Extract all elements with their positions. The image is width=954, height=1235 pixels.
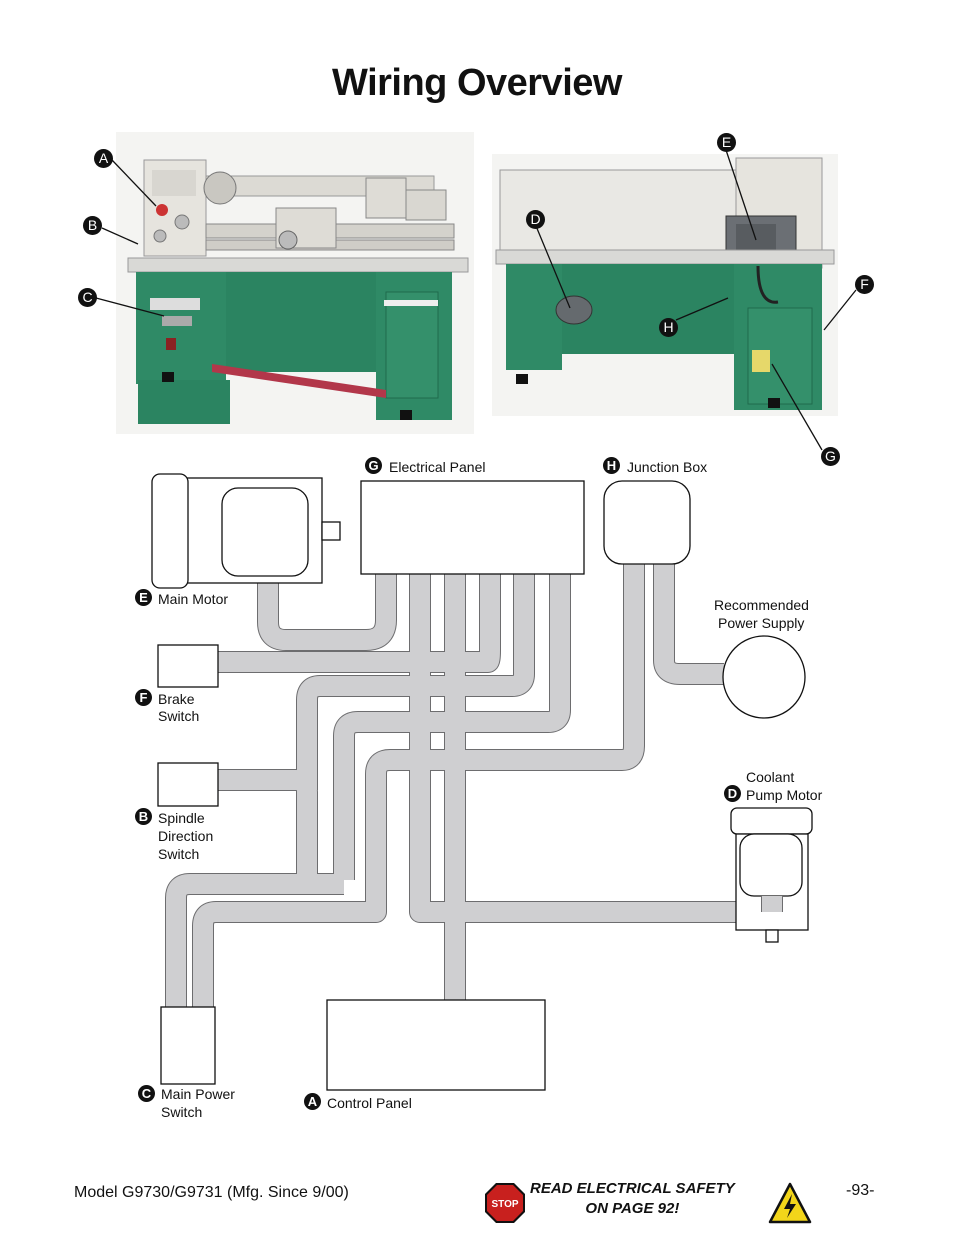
coolant-motor-label-1: Coolant xyxy=(746,769,795,785)
coolant-motor-letter: D xyxy=(724,785,741,802)
photo-callout-g: G xyxy=(821,447,840,466)
power-supply-label-2: Power Supply xyxy=(718,615,805,631)
page-number: -93- xyxy=(846,1182,875,1199)
stop-sign-text: STOP xyxy=(491,1199,518,1210)
electrical-panel-letter: G xyxy=(365,457,382,474)
spindle-switch-label-1: Spindle xyxy=(158,810,205,826)
control-panel-label: Control Panel xyxy=(327,1095,412,1111)
control-panel-letter: A xyxy=(304,1093,321,1110)
main-motor-shape xyxy=(151,473,341,589)
spindle-switch-label-3: Switch xyxy=(158,846,200,862)
junction-box-letter: H xyxy=(603,457,620,474)
junction-box-label: Junction Box xyxy=(627,459,708,475)
junction-box-shape xyxy=(603,480,691,565)
footer-model: Model G9730/G9731 (Mfg. Since 9/00) xyxy=(74,1184,349,1201)
main-power-switch-letter: C xyxy=(138,1085,155,1102)
power-supply-shape xyxy=(722,635,806,719)
electrical-hazard-icon xyxy=(768,1182,812,1224)
footer-warning-line1: READ ELECTRICAL SAFETY xyxy=(530,1180,735,1197)
photo-callout-d: D xyxy=(526,210,545,229)
spindle-switch-letter: B xyxy=(135,808,152,825)
coolant-motor-label-2: Pump Motor xyxy=(746,787,823,803)
electrical-panel-label: Electrical Panel xyxy=(389,459,486,475)
main-motor-letter: E xyxy=(135,589,152,606)
main-power-switch-label-1: Main Power xyxy=(161,1086,235,1102)
electrical-panel-shape xyxy=(360,480,585,575)
brake-switch-letter: F xyxy=(135,689,152,706)
stop-sign-icon: STOP xyxy=(485,1183,525,1223)
main-motor-label: Main Motor xyxy=(158,591,229,607)
main-power-switch-label-2: Switch xyxy=(161,1104,203,1120)
power-supply-label-1: Recommended xyxy=(714,597,809,613)
photo-callout-b: B xyxy=(83,216,102,235)
wiring-diagram: .cab { fill: none; stroke-linejoin: roun… xyxy=(151,473,813,1091)
photo-callout-h: H xyxy=(659,318,678,337)
photo-callout-e: E xyxy=(717,133,736,152)
brake-switch-label-2: Switch xyxy=(158,708,200,724)
photo-callout-a: A xyxy=(94,149,113,168)
footer-warning: READ ELECTRICAL SAFETY ON PAGE 92! xyxy=(530,1179,735,1219)
page-title: Wiring Overview xyxy=(332,62,622,104)
control-panel-shape xyxy=(326,999,546,1091)
photo-callout-c: C xyxy=(78,288,97,307)
photo-callout-f: F xyxy=(855,275,874,294)
lathe-front-photo xyxy=(116,132,474,434)
lathe-rear-photo xyxy=(492,154,838,416)
brake-switch-shape xyxy=(157,644,219,688)
coolant-pump-shape xyxy=(730,807,813,943)
footer-warning-line2: ON PAGE 92! xyxy=(585,1200,680,1217)
spindle-switch-label-2: Direction xyxy=(158,828,214,844)
spindle-switch-shape xyxy=(157,762,219,807)
brake-switch-label-1: Brake xyxy=(158,691,195,707)
main-power-switch-shape xyxy=(160,1006,216,1085)
photo-leader-lines xyxy=(95,149,857,451)
